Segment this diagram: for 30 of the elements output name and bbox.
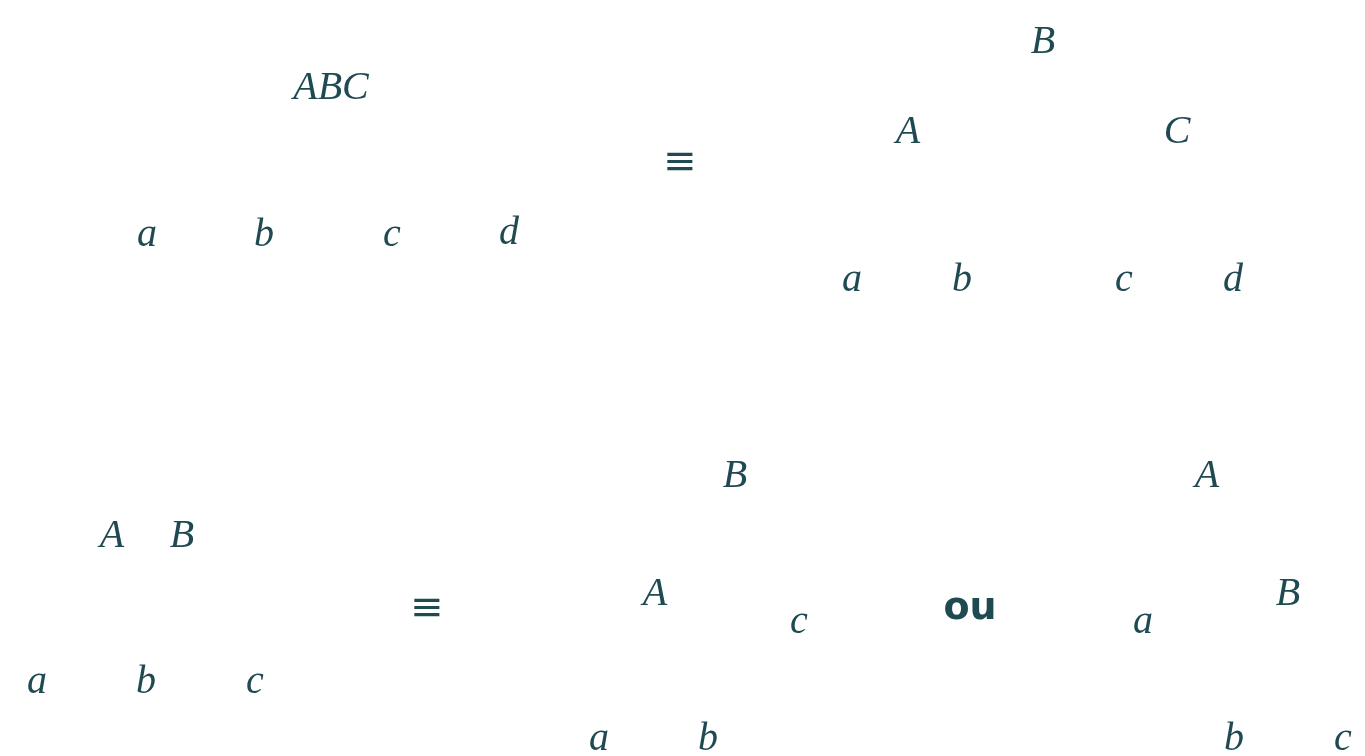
math-variable: c [1115, 258, 1133, 298]
math-variable: B [1275, 572, 1301, 612]
math-variable: d [499, 211, 519, 251]
math-variable: A [1194, 454, 1220, 494]
math-variable: b [952, 258, 972, 298]
math-variable: B [169, 514, 195, 554]
math-variable: a [1133, 600, 1153, 640]
math-variable: b [254, 213, 274, 253]
math-variable: a [842, 258, 862, 298]
math-variable: c [790, 600, 808, 640]
math-variable: A [99, 514, 125, 554]
math-variable: c [246, 660, 264, 700]
math-variable: A [642, 572, 668, 612]
math-variable: C [1163, 110, 1191, 150]
math-variable: a [137, 213, 157, 253]
math-variable: b [1224, 717, 1244, 756]
math-variable: d [1223, 258, 1243, 298]
math-variable: A [895, 110, 921, 150]
math-variable: ABC [293, 66, 369, 106]
equivalence-sign: ≡ [663, 140, 697, 180]
equivalence-sign: ≡ [410, 586, 444, 626]
math-variable: b [136, 660, 156, 700]
math-variable: b [698, 717, 718, 756]
conjunction-word: ou [943, 587, 997, 625]
math-variable: B [722, 454, 748, 494]
math-variable: a [589, 717, 609, 756]
math-variable: c [1334, 717, 1352, 756]
math-variable: c [383, 213, 401, 253]
math-variable: a [27, 660, 47, 700]
math-variable: B [1030, 20, 1056, 60]
